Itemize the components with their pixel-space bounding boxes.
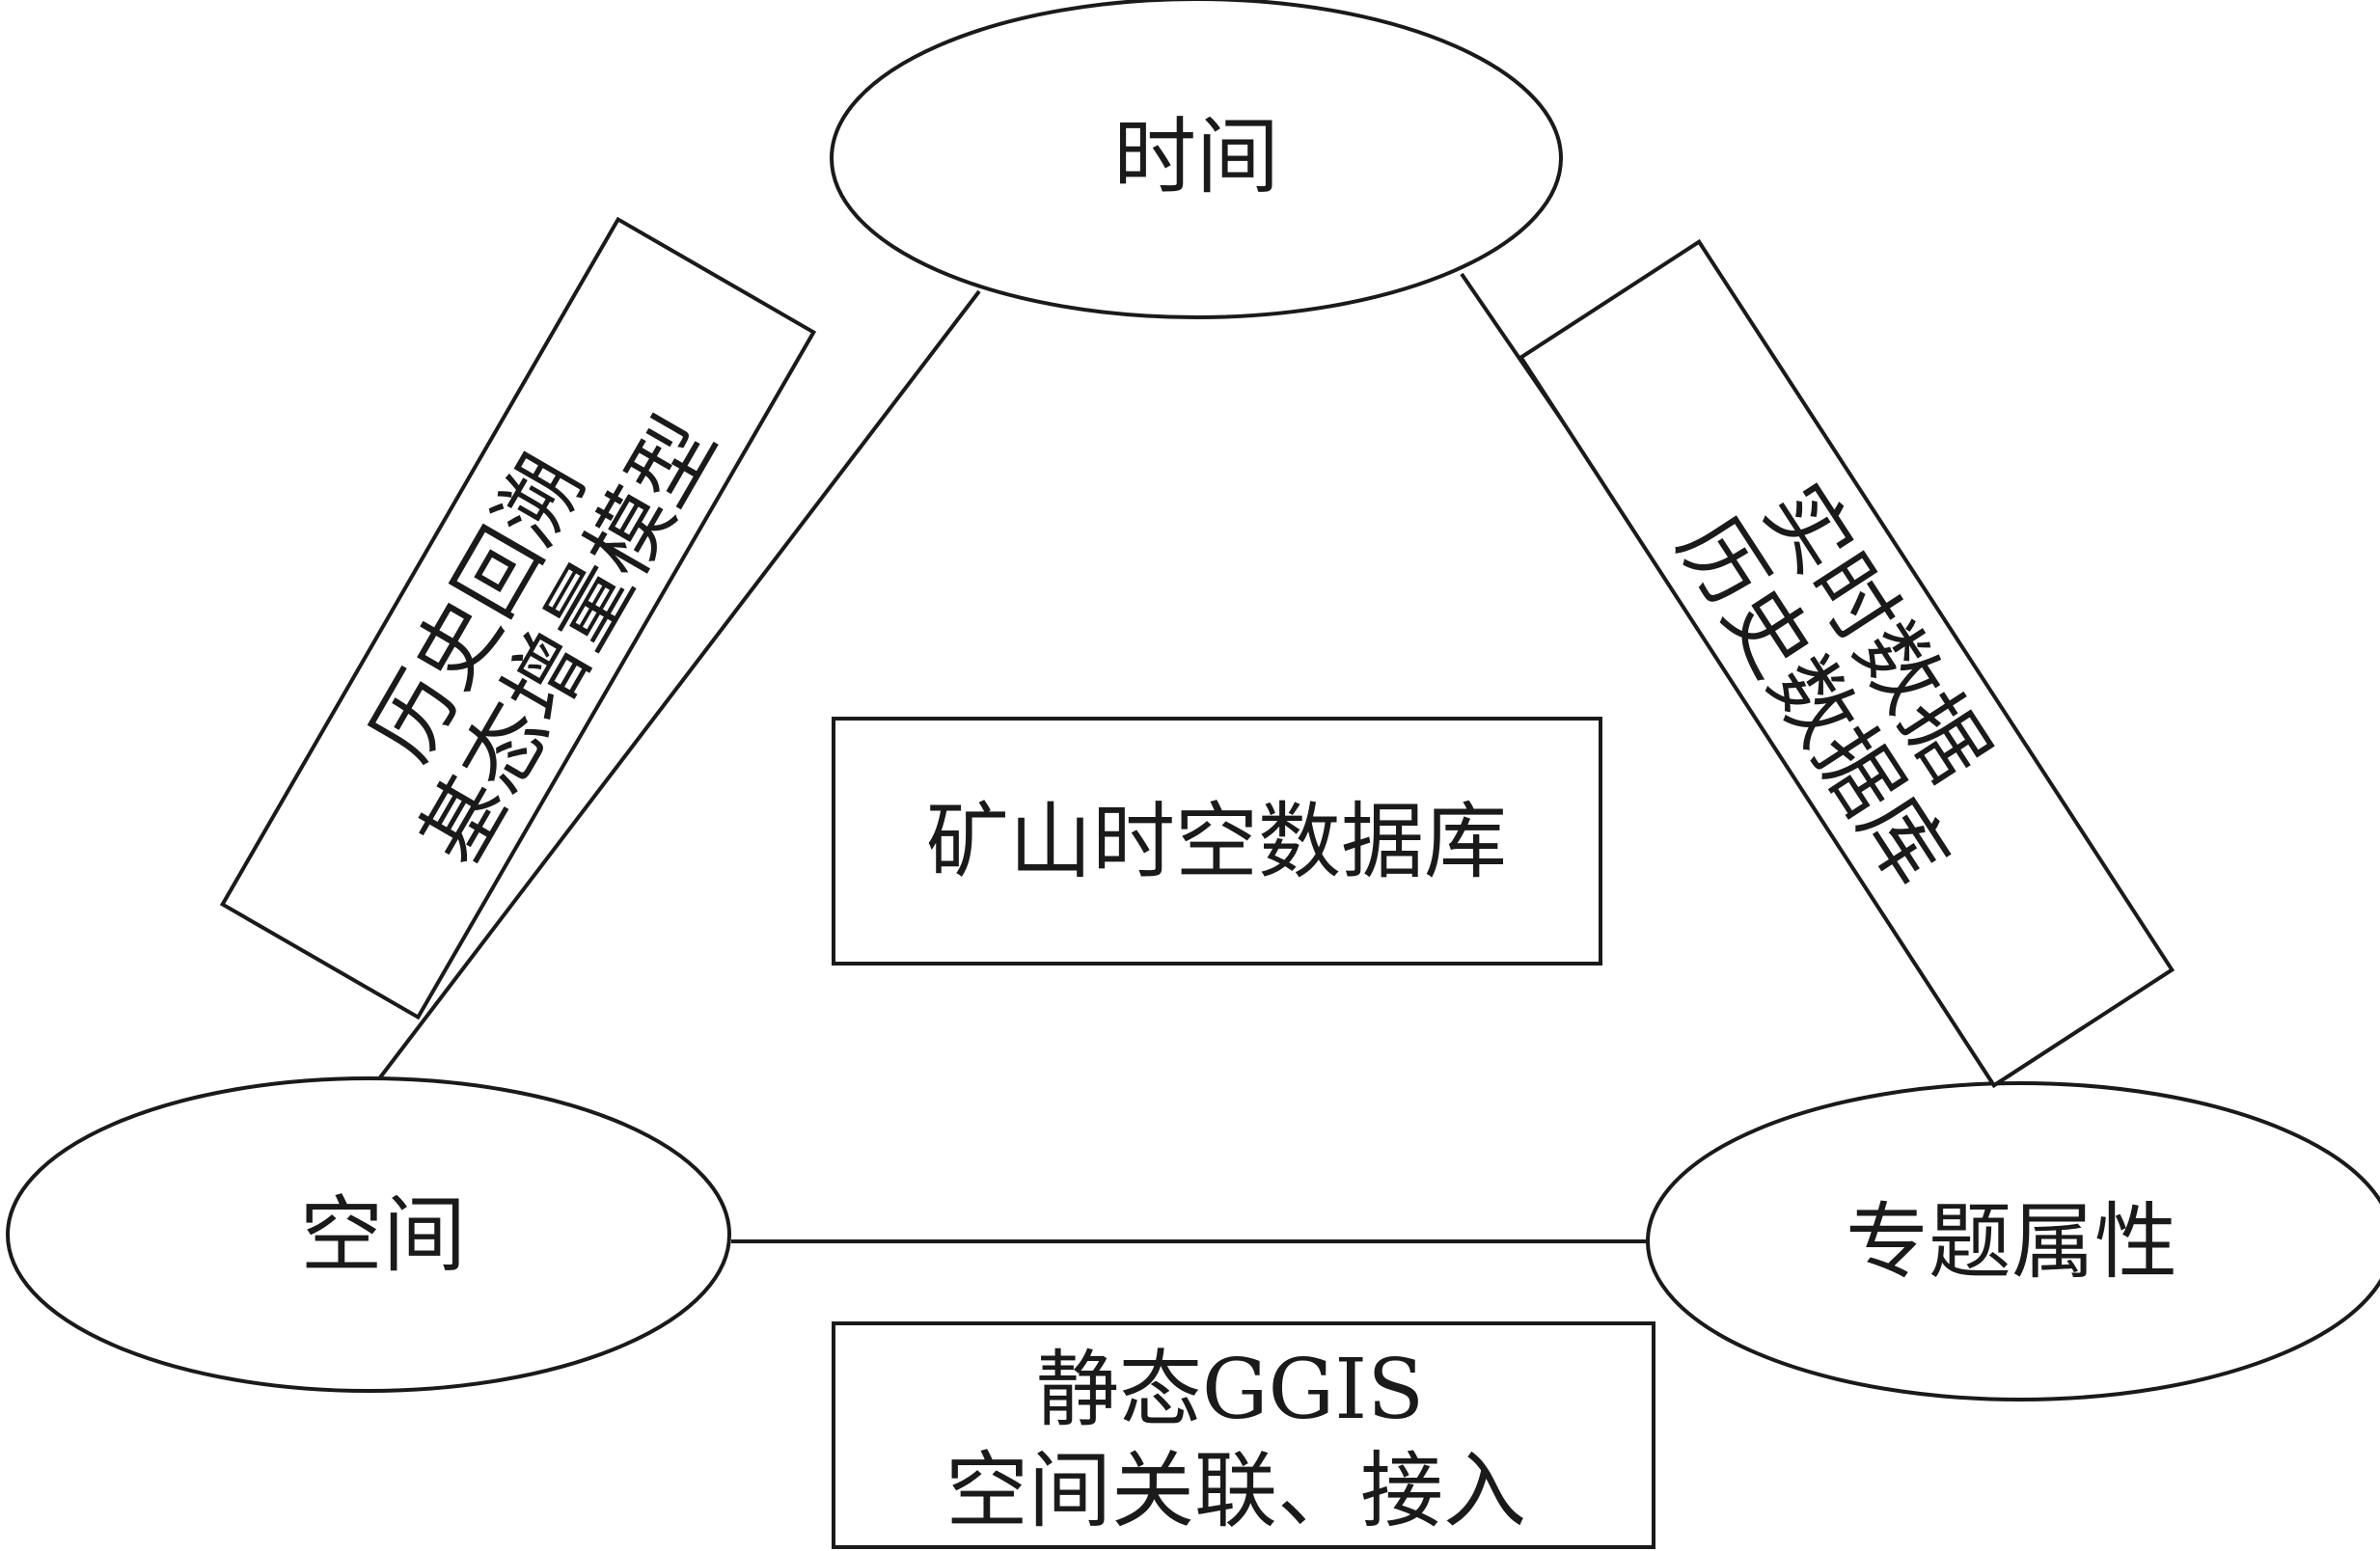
edge-label-left-frame [219, 216, 817, 1020]
edge-label-bottom: 静态GGIS 空间关联、接入 [832, 1321, 1655, 1549]
edge-label-bottom-frame [832, 1321, 1655, 1549]
center-box-frame [832, 717, 1602, 966]
edge-label-right-frame [1518, 238, 2175, 1089]
edge-label-right: 实时数据 历史数据库 [1518, 238, 2175, 1089]
edge-label-bottom-line-1: 静态GGIS [1036, 1342, 1424, 1438]
center-box-label: 矿山时空数据库 [926, 794, 1507, 890]
node-attribute: 专题属性 [1646, 1081, 2380, 1401]
node-attribute-ellipse [1646, 1081, 2380, 1401]
edge-label-bottom-line-2: 空间关联、接入 [945, 1443, 1526, 1539]
node-time: 时间 [830, 0, 1563, 319]
edge-time-space [372, 289, 981, 1087]
node-time-label: 时间 [1113, 109, 1279, 205]
node-attribute-label: 专题属性 [1846, 1194, 2177, 1291]
node-space-label: 空间 [300, 1187, 466, 1284]
node-time-ellipse [830, 0, 1563, 319]
center-box: 矿山时空数据库 [832, 717, 1602, 966]
node-space-ellipse [6, 1076, 731, 1393]
node-space: 空间 [6, 1076, 731, 1393]
